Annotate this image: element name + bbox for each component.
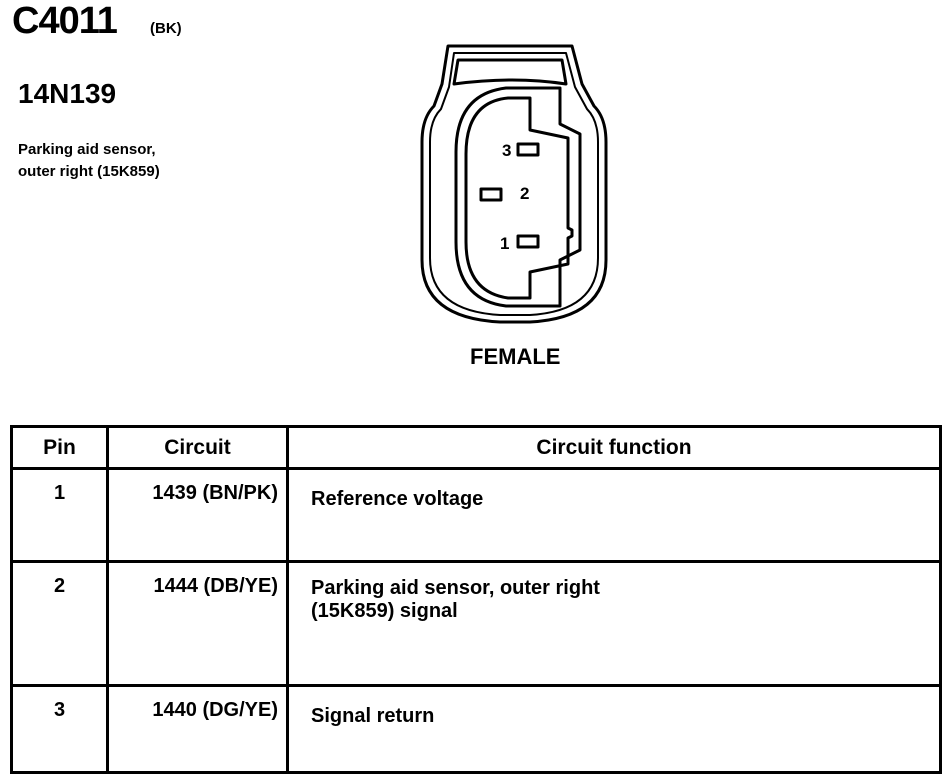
column-header-pin: Pin [10,425,109,470]
table-row: 3 1440 (DG/YE) Signal return [10,684,942,774]
connector-gender-label: FEMALE [470,344,561,369]
circuit-function-cell: Parking aid sensor, outer right (15K859)… [286,560,942,687]
pin-assignment-table: Pin Circuit Circuit function 1 1439 (BN/… [10,425,942,774]
pin-socket-1 [516,234,540,249]
connector-color-code: (BK) [150,20,182,37]
pin-cell: 1 [10,467,109,563]
table-header-row: Pin Circuit Circuit function [10,425,942,470]
connector-housing-outline [420,44,608,324]
column-header-circuit-function: Circuit function [286,425,942,470]
circuit-function-cell: Signal return [286,684,942,774]
pin-cell: 2 [10,560,109,687]
table-row: 1 1439 (BN/PK) Reference voltage [10,467,942,563]
connector-housing-inner [429,52,599,316]
circuit-cell: 1439 (BN/PK) [106,467,289,563]
circuit-function-line: Reference voltage [311,488,484,510]
circuit-function-line: (15K859) signal [311,600,458,622]
pin-label-1: 1 [500,234,509,253]
connector-face-ring [454,86,582,308]
circuit-function-cell: Reference voltage [286,467,942,563]
part-number: 14N139 [18,78,117,109]
circuit-cell: 1440 (DG/YE) [106,684,289,774]
circuit-function-line: Signal return [311,705,435,727]
pin-label-3: 3 [502,141,511,160]
circuit-cell: 1444 (DB/YE) [106,560,289,687]
pin-socket-3 [516,142,540,157]
connector-face-inner [464,96,574,300]
pin-label-2: 2 [520,184,529,203]
table-row: 2 1444 (DB/YE) Parking aid sensor, outer… [10,560,942,687]
connector-id: C4011 [12,0,118,42]
pin-socket-2 [479,187,503,202]
pin-cell: 3 [10,684,109,774]
circuit-function-line: Parking aid sensor, outer right [311,577,600,599]
connector-face-diagram: 3 2 1 [420,44,608,324]
latch-tab [452,58,568,86]
column-header-circuit: Circuit [106,425,289,470]
component-description: Parking aid sensor, outer right (15K859) [18,141,160,180]
